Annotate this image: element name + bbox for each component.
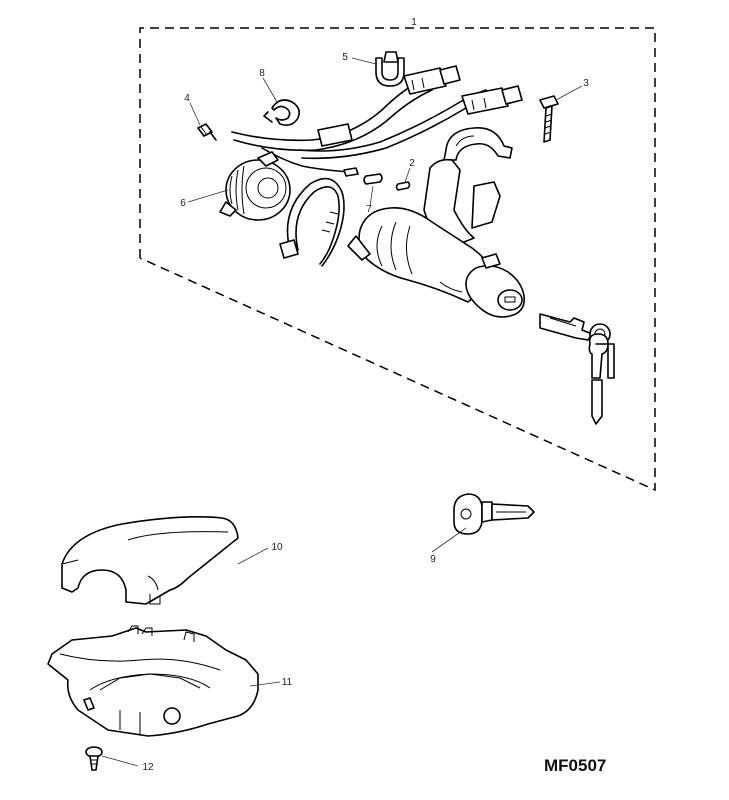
callout-11-label: 11 [282, 677, 293, 688]
callout-1[interactable]: 1 [411, 17, 417, 28]
part-5-cable-clip[interactable]: 5 [342, 51, 405, 87]
part-12-screw[interactable]: 12 [85, 746, 154, 773]
part-7-pin[interactable]: 7 [363, 173, 383, 215]
callout-4-label: 4 [184, 93, 190, 104]
callout-10-label: 10 [271, 542, 283, 553]
callout-2-label: 2 [409, 158, 415, 169]
part-3-bolt[interactable]: 3 [539, 78, 589, 143]
part-11-lower-shroud[interactable]: 11 [47, 625, 293, 737]
column-clamp[interactable] [443, 127, 513, 161]
cable-tie[interactable] [279, 177, 345, 267]
part-6-ignition-switch[interactable]: 6 [180, 151, 291, 221]
callout-3-label: 3 [583, 78, 589, 89]
callout-5-label: 5 [342, 52, 348, 63]
callout-7-label: 7 [366, 204, 372, 215]
diagram-reference-code: MF0507 [544, 756, 606, 775]
callout-1-label: 1 [411, 17, 417, 28]
callout-12-label: 12 [142, 762, 154, 773]
wiring-harness[interactable] [231, 65, 523, 177]
callout-8-label: 8 [259, 68, 265, 79]
callout-9-label: 9 [430, 554, 436, 565]
part-4-screw[interactable]: 4 [184, 93, 217, 141]
part-10-upper-shroud[interactable]: 10 [61, 516, 283, 605]
kit-boundary [139, 27, 656, 492]
part-8-cable-clip[interactable]: 8 [259, 68, 300, 126]
keys-on-ring[interactable] [539, 313, 615, 425]
callout-6-label: 6 [180, 198, 186, 209]
steering-lock-assembly[interactable] [347, 158, 526, 318]
part-2-pin[interactable]: 2 [395, 158, 416, 191]
part-9-key[interactable]: 9 [430, 493, 535, 565]
